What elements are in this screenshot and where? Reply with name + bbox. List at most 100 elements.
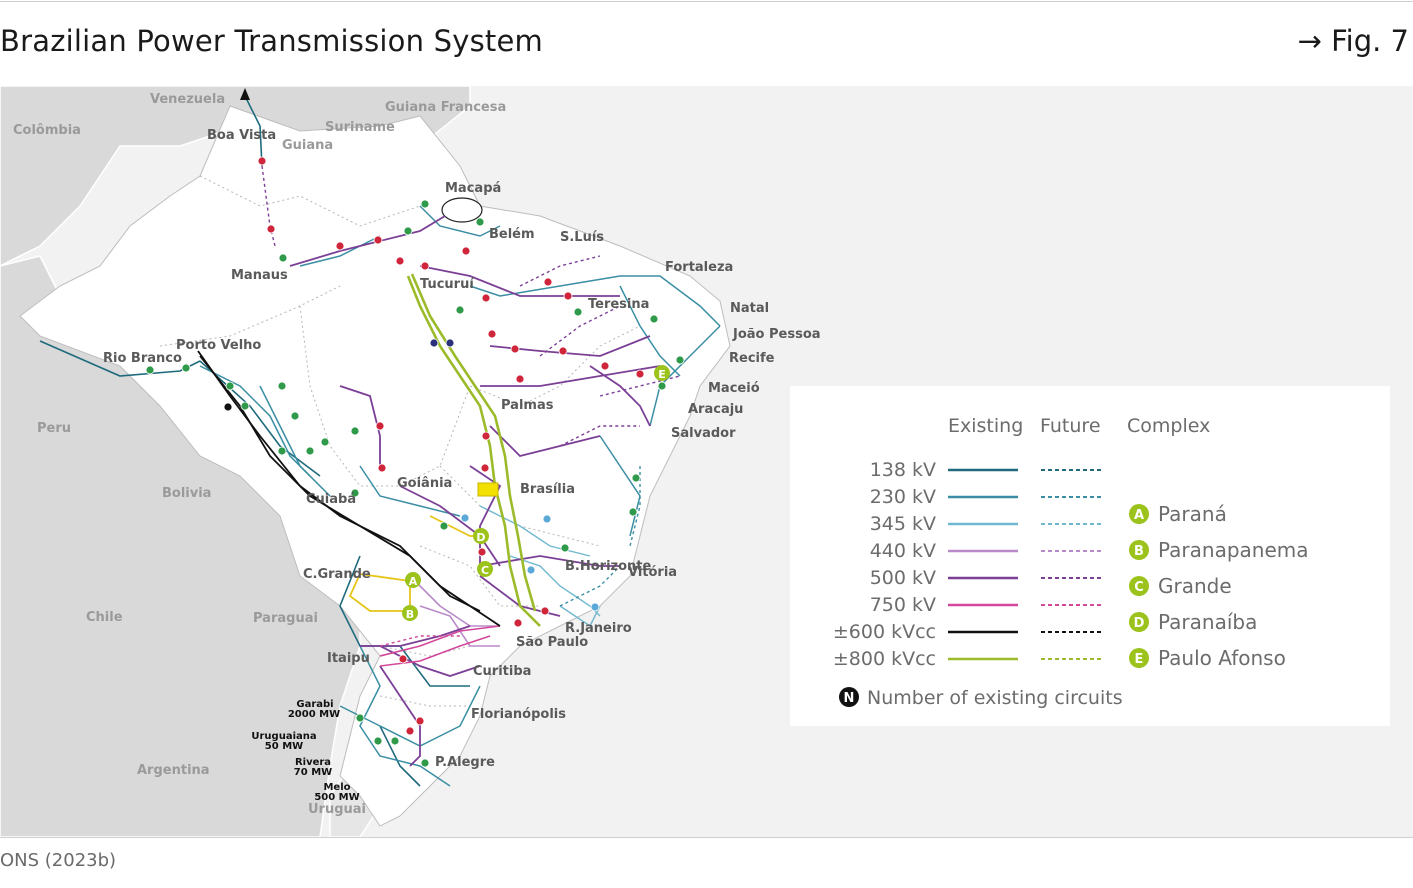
interconnection-name: Uruguaiana [251, 731, 316, 742]
country-label: Bolivia [162, 486, 211, 501]
figure-reference-link[interactable]: → Fig. 7 [1297, 24, 1409, 58]
city-label: João Pessoa [732, 327, 821, 342]
country-label: Guiana Francesa [385, 100, 506, 115]
brazil-land [19, 105, 731, 827]
lines-800kvcc [406, 273, 541, 627]
legend-complex-c: C Grande [1129, 574, 1232, 598]
svg-text:D: D [476, 531, 485, 544]
interconnection-capacity: 70 MW [294, 767, 332, 778]
city-label: Palmas [501, 398, 554, 413]
city-label: São Paulo [516, 635, 588, 650]
complex-marker-b[interactable]: B [402, 605, 418, 621]
city-labels: Boa Vista Macapá Belém S.Luís Fortaleza … [103, 128, 821, 770]
complex-marker-e[interactable]: E [654, 365, 670, 381]
venezuela-link-arrow-icon [240, 88, 250, 100]
complex-marker-c[interactable]: C [477, 561, 493, 577]
svg-text:D: D [1134, 616, 1145, 631]
city-label: Aracaju [688, 402, 743, 417]
city-label: Cuiabá [306, 492, 356, 507]
svg-text:A: A [1134, 508, 1144, 523]
svg-text:E: E [1135, 652, 1144, 667]
svg-text:Grande: Grande [1158, 574, 1232, 598]
city-label: Vitória [628, 565, 677, 580]
country-label: Argentina [137, 763, 210, 778]
interconnection-name: Melo [323, 782, 350, 793]
city-label: P.Alegre [435, 755, 495, 770]
city-label: Brasília [520, 482, 575, 497]
country-label: Uruguai [308, 802, 366, 817]
circuit-count-symbol: N [844, 691, 855, 706]
legend-voltage-label: ±800 kVcc [833, 648, 936, 670]
complex-marker-a[interactable]: A [405, 572, 421, 588]
legend-voltage-label: 138 kV [870, 459, 936, 481]
city-label: Florianópolis [471, 707, 566, 722]
country-label: Colômbia [13, 123, 81, 138]
city-label: Rio Branco [103, 351, 182, 366]
city-label: Recife [729, 351, 775, 366]
legend-voltage-label: 230 kV [870, 486, 936, 508]
legend-voltage-label: ±600 kVcc [833, 621, 936, 643]
city-label: S.Luís [560, 230, 604, 245]
lines-600kvcc [197, 350, 501, 627]
city-label: Goiânia [397, 476, 452, 491]
legend-voltage-label: 500 kV [870, 567, 936, 589]
country-label: Chile [86, 610, 123, 625]
complex-markers: A B C D E [402, 365, 670, 621]
legend: Existing Future Complex 138 kV 230 kV 34… [833, 415, 1309, 709]
city-label: Curitiba [473, 664, 531, 679]
marajo-island [441, 197, 483, 223]
country-label: Guiana [282, 138, 333, 153]
city-label: B.Horizonte [565, 559, 651, 574]
bottom-rule [0, 837, 1413, 838]
country-label: Venezuela [150, 92, 225, 107]
svg-text:Paulo Afonso: Paulo Afonso [1158, 646, 1286, 670]
country-label: Peru [37, 421, 71, 436]
legend-header-existing: Existing [948, 415, 1023, 437]
city-label: Fortaleza [665, 260, 733, 275]
legend-complex-e: E Paulo Afonso [1129, 646, 1286, 670]
circuit-count-markers [145, 156, 685, 768]
legend-complex-d: D Paranaíba [1129, 610, 1257, 634]
transmission-map: A B C D E Venezuela Colômbia Guiana Suri… [0, 86, 1413, 837]
interconnection-capacity: 500 MW [314, 792, 359, 803]
svg-text:E: E [658, 368, 666, 381]
legend-panel-bg [790, 386, 1390, 726]
city-label: Natal [730, 301, 769, 316]
svg-text:Paraná: Paraná [1158, 502, 1227, 526]
page-title: Brazilian Power Transmission System [0, 24, 543, 58]
country-label: Paraguai [253, 611, 318, 626]
svg-text:A: A [409, 575, 418, 588]
city-label: Belém [489, 227, 535, 242]
legend-header-complex: Complex [1127, 415, 1210, 437]
city-label: Teresina [588, 297, 649, 312]
city-label: Boa Vista [207, 128, 276, 143]
city-label: Itaipu [327, 651, 370, 666]
legend-voltage-label: 345 kV [870, 513, 936, 535]
legend-header-future: Future [1040, 415, 1101, 437]
interconnection-name: Garabi [296, 699, 333, 710]
complex-marker-d[interactable]: D [473, 528, 489, 544]
svg-text:Paranaíba: Paranaíba [1158, 610, 1257, 634]
svg-text:B: B [406, 608, 414, 621]
country-label: Suriname [325, 120, 395, 135]
svg-text:Paranapanema: Paranapanema [1158, 538, 1309, 562]
city-label: Maceió [708, 381, 760, 396]
legend-circuits: N Number of existing circuits [839, 687, 1123, 709]
source-note: ONS (2023b) [0, 850, 117, 871]
legend-complex-a: A Paraná [1129, 502, 1227, 526]
city-label: C.Grande [303, 567, 371, 582]
interconnection-capacity: 50 MW [265, 741, 303, 752]
city-label: R.Janeiro [565, 621, 632, 636]
city-label: Manaus [231, 268, 288, 283]
interconnection-name: Rivera [295, 757, 331, 768]
city-label: Tucuruí [420, 277, 475, 292]
legend-voltage-label: 440 kV [870, 540, 936, 562]
country-labels: Venezuela Colômbia Guiana Suriname Guian… [13, 92, 506, 817]
top-rule [0, 1, 1413, 2]
svg-text:C: C [481, 564, 489, 577]
lines-750kv [379, 625, 501, 667]
city-label: Porto Velho [176, 338, 261, 353]
circuit-count-label: Number of existing circuits [867, 687, 1123, 709]
interconnection-capacity: 2000 MW [288, 709, 340, 720]
interconnection-labels: Garabi 2000 MW Uruguaiana 50 MW Rivera 7… [251, 699, 359, 803]
